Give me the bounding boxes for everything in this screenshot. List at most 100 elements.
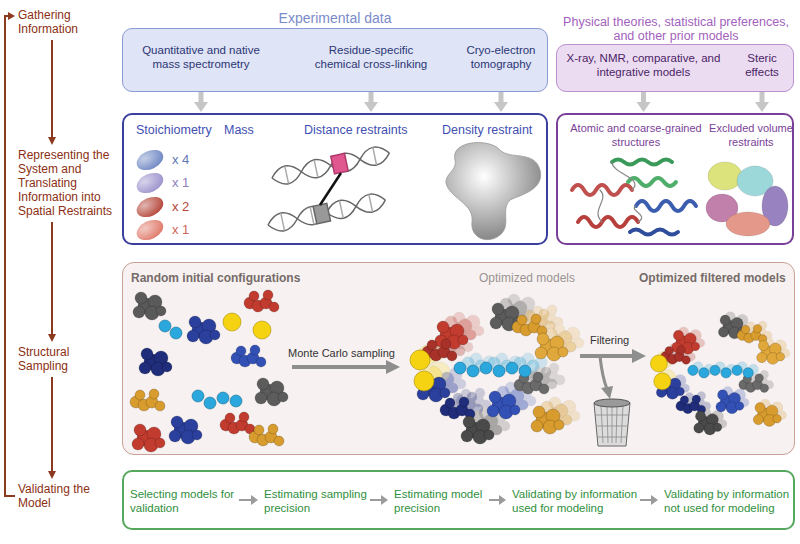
method-label: Quantitative and native mass spectrometr… xyxy=(131,43,271,71)
panel-heading: Optimized models xyxy=(479,271,575,286)
connector-line xyxy=(5,16,15,496)
restraint-panel: Atomic and coarse-grained structuresExcl… xyxy=(556,113,794,245)
panel-heading: Optimized filtered models xyxy=(639,271,786,286)
prior-label: X-ray, NMR, comparative, and integrative… xyxy=(561,51,726,79)
random-models xyxy=(244,290,279,312)
excluded-volume-ellipses xyxy=(708,162,742,190)
restraint-label: Stoichiometry xyxy=(136,123,212,138)
stoichiometry-ellipses xyxy=(134,146,167,174)
method-label: Cryo-electron tomography xyxy=(459,43,543,71)
stoichiometry-ellipses xyxy=(134,169,167,197)
connector-line xyxy=(51,377,53,471)
random-models xyxy=(187,316,220,344)
arrowhead xyxy=(494,102,508,112)
item-text: Residue-specific chemical cross-linking xyxy=(306,43,436,71)
restraint-label: Density restraint xyxy=(442,123,532,138)
stage-text: Gathering Information xyxy=(18,8,102,36)
protein-ribbon xyxy=(636,201,696,211)
random-models xyxy=(130,290,288,452)
connector-line xyxy=(51,40,53,137)
process-arrow xyxy=(600,356,607,389)
stoichiometry-ellipses xyxy=(134,193,167,221)
random-models xyxy=(170,327,182,339)
stage-label: Representing the System and Translating … xyxy=(18,148,120,218)
stage-text: Validating the Model xyxy=(18,482,102,510)
validation-step: Validating by information used for model… xyxy=(512,487,640,515)
arrowhead xyxy=(637,102,651,112)
count-label: x 4 xyxy=(172,152,189,167)
stoichiometry-ellipses xyxy=(134,146,167,244)
random-models xyxy=(231,345,266,367)
connector xyxy=(48,377,56,479)
excluded-volume-ellipses xyxy=(706,162,788,236)
step-label: Monte Carlo sampling xyxy=(288,347,395,359)
section-heading: Experimental data xyxy=(123,10,547,26)
stage-text: Structural Sampling xyxy=(18,345,108,373)
random-models xyxy=(217,392,229,404)
arrowhead xyxy=(194,102,208,112)
validation-panel: Selecting models for validation Estimatin… xyxy=(122,470,795,530)
trash-can xyxy=(594,399,630,446)
optimized-models xyxy=(410,303,568,444)
restraint-label: Atomic and coarse-grained structures xyxy=(566,121,706,149)
random-models xyxy=(169,416,202,444)
excluded-volume-ellipses xyxy=(726,212,770,236)
random-models xyxy=(159,320,171,332)
step-arrow xyxy=(239,499,251,501)
validation-step: Estimating sampling precision xyxy=(264,487,370,515)
data-panel: Experimental dataQuantitative and native… xyxy=(122,28,548,92)
item-text: Cryo-electron tomography xyxy=(459,43,543,71)
random-models xyxy=(249,424,284,446)
stage-label: Gathering Information xyxy=(18,8,102,36)
connector xyxy=(48,40,56,145)
random-models xyxy=(192,390,204,402)
method-label: Residue-specific chemical cross-linking xyxy=(306,43,436,71)
dna-helix xyxy=(281,194,373,230)
process-arrow xyxy=(601,386,613,399)
count-label: x 1 xyxy=(172,222,189,237)
arrowhead xyxy=(48,334,56,342)
process-arrow xyxy=(386,360,400,374)
restraint-label: Mass xyxy=(224,123,254,138)
random-models xyxy=(253,321,271,339)
protein-ribbon xyxy=(578,217,638,227)
filtered-models xyxy=(650,312,789,435)
prior-panel: Physical theories, statistical preferenc… xyxy=(556,44,794,92)
random-models xyxy=(223,313,271,339)
density-map xyxy=(446,143,541,240)
step-arrow xyxy=(640,499,651,501)
panel-ground xyxy=(122,262,795,455)
random-models xyxy=(220,412,255,434)
protein-ribbon xyxy=(612,160,672,165)
protein-ribbon xyxy=(572,160,696,235)
validation-step: Selecting models for validation xyxy=(130,487,238,515)
random-models xyxy=(133,292,166,320)
process-arrow xyxy=(580,354,634,358)
item-text: Steric effects xyxy=(733,51,791,79)
connector xyxy=(5,12,15,496)
step-label: Filtering xyxy=(590,334,629,346)
stage-text: Representing the System and Translating … xyxy=(18,148,120,218)
stoichiometry-ellipses xyxy=(134,146,167,174)
item-text: X-ray, NMR, comparative, and integrative… xyxy=(561,51,726,79)
random-models xyxy=(159,320,242,409)
step-arrow xyxy=(381,495,388,505)
protein-ribbon xyxy=(598,162,642,222)
connector xyxy=(48,222,56,342)
random-models xyxy=(132,424,165,452)
random-models xyxy=(130,389,165,411)
arrowhead xyxy=(8,12,15,20)
dna-helix xyxy=(285,147,377,183)
panel-heading: Random initial configurations xyxy=(131,271,300,286)
count-label: x 2 xyxy=(172,199,189,214)
dna-helix xyxy=(270,144,391,187)
item-text: Quantitative and native mass spectrometr… xyxy=(131,43,271,71)
connector-line xyxy=(51,222,53,334)
trash-can xyxy=(594,399,630,407)
step-arrow xyxy=(499,495,506,505)
count-label: x 1 xyxy=(172,175,189,190)
step-arrow xyxy=(651,495,658,505)
dna-helix xyxy=(313,203,330,224)
trash-can xyxy=(595,406,629,443)
stoichiometry-ellipses xyxy=(134,193,167,221)
